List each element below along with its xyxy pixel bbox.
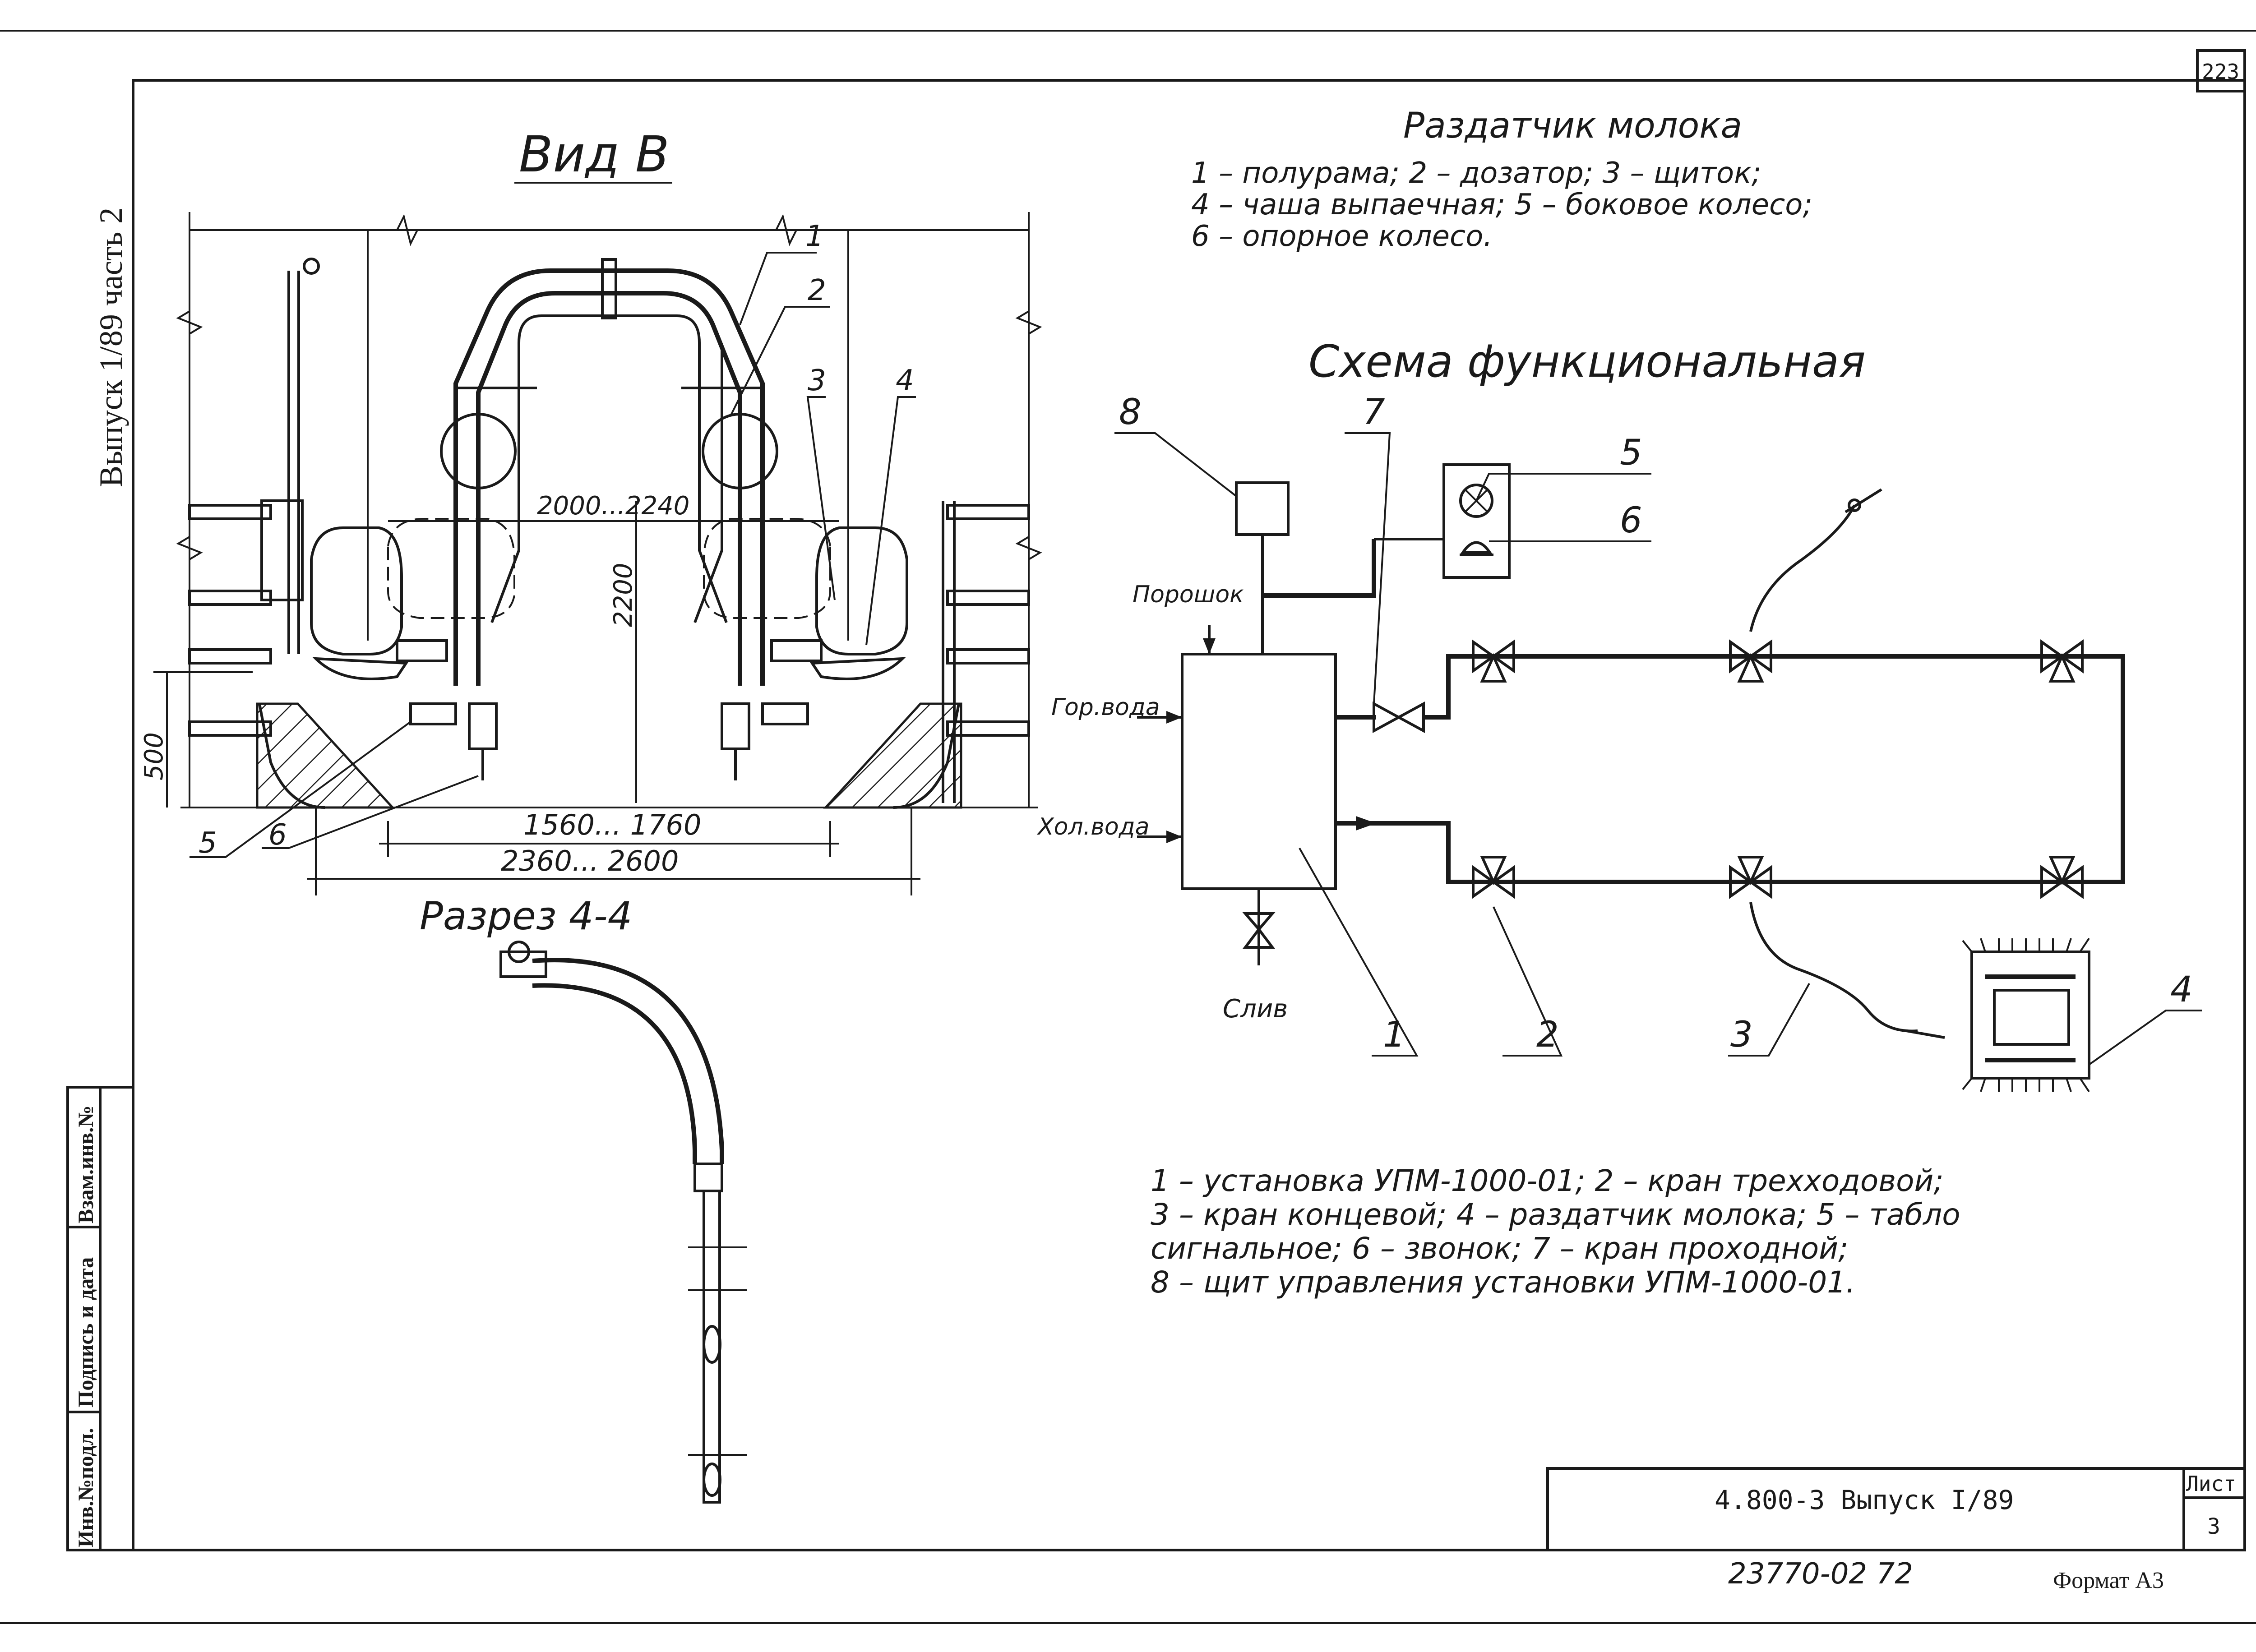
- view-b-callout-2: 2: [808, 274, 826, 307]
- scheme-title: Схема функциональная: [1308, 336, 1866, 388]
- view-b-drawing: [153, 212, 1042, 895]
- scheme-callout-2: 2: [1536, 1015, 1559, 1055]
- dispenser-legend-line-2: 4 – чаша выпаечная; 5 – боковое колесо;: [1191, 188, 1812, 221]
- view-b-callout-5: 5: [199, 826, 217, 860]
- scheme-label-powder: Порошок: [1133, 581, 1244, 608]
- scheme-legend-line-3: сигнальное; 6 – звонок; 7 – кран проходн…: [1151, 1231, 1848, 1266]
- dispenser-legend-line-3: 6 – опорное колесо.: [1191, 220, 1493, 253]
- title-designation: 4.800-3 Выпуск I/89: [1715, 1485, 2014, 1515]
- scheme-callout-4: 4: [2170, 969, 2193, 1010]
- view-b-title: Вид В: [519, 125, 669, 183]
- side-label: Выпуск 1/89 часть 2: [93, 208, 129, 487]
- title-sheet-number: 3: [2207, 1514, 2220, 1539]
- dim-span-label: 2000...2240: [537, 491, 689, 521]
- scheme-callout-1: 1: [1383, 1015, 1405, 1055]
- scheme-callout-3: 3: [1730, 1015, 1753, 1055]
- page-number: 223: [2202, 60, 2239, 84]
- scheme-label-cold-water: Хол.вода: [1036, 813, 1149, 840]
- dim-height-label: 2200: [609, 563, 638, 627]
- scheme-callout-5: 5: [1620, 433, 1642, 473]
- view-b-callout-4: 4: [896, 364, 914, 397]
- format-label: Формат А3: [2053, 1568, 2164, 1593]
- margin-sign-label: Подпись и дата: [74, 1257, 98, 1407]
- dispenser-legend-line-1: 1 – полурама; 2 – дозатор; 3 – щиток;: [1191, 157, 1761, 190]
- footer-code: 23770-02 72: [1728, 1557, 1913, 1591]
- dim-outer-label: 2360... 2600: [501, 844, 679, 877]
- scheme-callout-8: 8: [1119, 392, 1142, 433]
- view-b-callout-1: 1: [805, 220, 824, 253]
- scheme-legend-line-2: 3 – кран концевой; 4 – раздатчик молока;…: [1151, 1197, 1960, 1232]
- dim-inner-label: 1560... 1760: [523, 808, 701, 841]
- scheme-drawing: [1114, 432, 2202, 1093]
- sheet-frame: [0, 30, 2256, 1624]
- dispenser-legend-title: Раздатчик молока: [1403, 106, 1742, 146]
- scheme-legend-line-1: 1 – установка УПМ-1000-01; 2 – кран трех…: [1151, 1163, 1944, 1198]
- title-block: [1546, 1467, 2246, 1551]
- section-44-title: Разрез 4-4: [420, 894, 632, 939]
- title-sheet-label: Лист: [2186, 1472, 2236, 1496]
- margin-replace-label: Взам.инв.№: [74, 1106, 98, 1223]
- margin-stamp-box: [66, 1086, 134, 1551]
- scheme-callout-6: 6: [1620, 500, 1642, 541]
- dim-low-label: 500: [139, 732, 169, 780]
- scheme-legend-line-4: 8 – щит управления установки УПМ-1000-01…: [1151, 1265, 1855, 1300]
- scheme-label-drain: Слив: [1223, 994, 1288, 1024]
- scheme-label-hot-water: Гор.вода: [1051, 694, 1160, 721]
- section-44-drawing: [499, 941, 747, 1504]
- margin-inv-label: Инв.№подл.: [74, 1428, 98, 1547]
- scheme-callout-7: 7: [1363, 392, 1385, 433]
- view-b-callout-6: 6: [268, 818, 287, 852]
- view-b-callout-3: 3: [808, 364, 826, 397]
